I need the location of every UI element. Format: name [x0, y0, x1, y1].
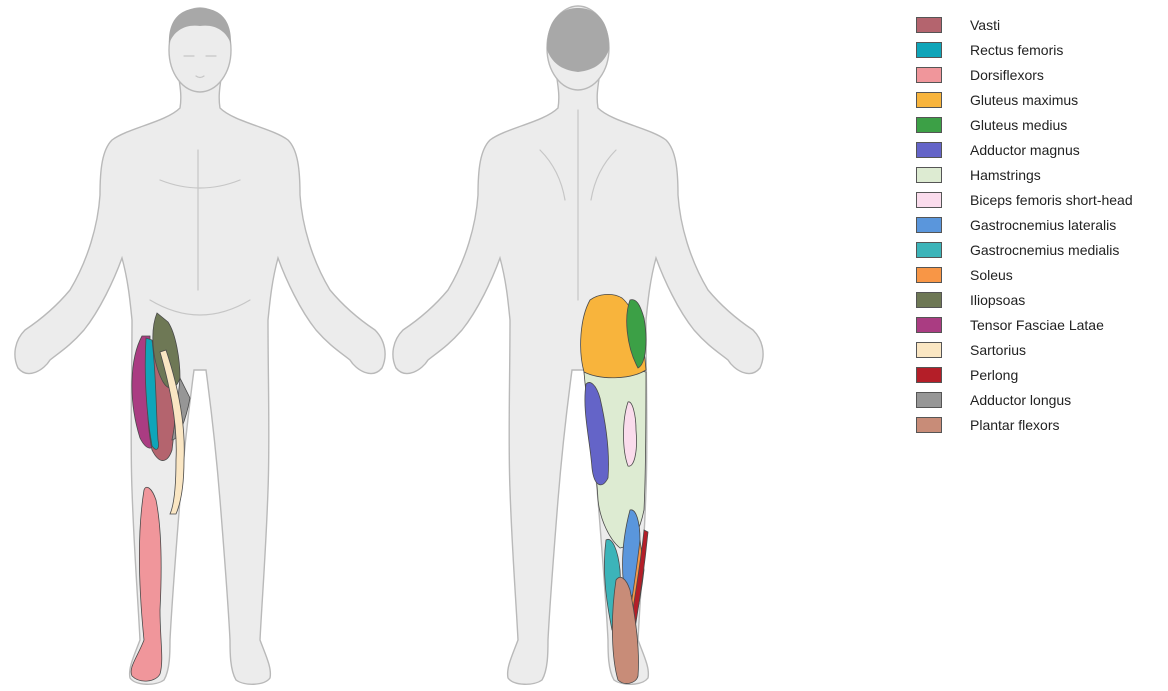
legend-label: Plantar flexors: [970, 417, 1059, 433]
legend-label: Vasti: [970, 17, 1000, 33]
legend-label: Rectus femoris: [970, 42, 1063, 58]
legend-label: Adductor longus: [970, 392, 1071, 408]
anterior-body-silhouette: [15, 72, 385, 684]
legend-label: Tensor Fasciae Latae: [970, 317, 1104, 333]
legend-label: Soleus: [970, 267, 1013, 283]
legend-swatch: [916, 142, 942, 158]
legend-label: Hamstrings: [970, 167, 1041, 183]
legend-swatch: [916, 267, 942, 283]
legend-item-gastrocnemius-lateralis: Gastrocnemius lateralis: [916, 212, 1166, 237]
legend-item-adductor-magnus: Adductor magnus: [916, 137, 1166, 162]
legend-swatch: [916, 217, 942, 233]
legend-item-gluteus-medius: Gluteus medius: [916, 112, 1166, 137]
legend-item-vasti: Vasti: [916, 12, 1166, 37]
legend-swatch: [916, 117, 942, 133]
legend-swatch: [916, 92, 942, 108]
legend-item-gluteus-maximus: Gluteus maximus: [916, 87, 1166, 112]
legend-item-adductor-longus: Adductor longus: [916, 387, 1166, 412]
legend-item-rectus-femoris: Rectus femoris: [916, 37, 1166, 62]
legend-item-soleus: Soleus: [916, 262, 1166, 287]
legend-swatch: [916, 42, 942, 58]
legend-swatch: [916, 317, 942, 333]
legend-swatch: [916, 392, 942, 408]
legend-label: Sartorius: [970, 342, 1026, 358]
legend-item-dorsiflexors: Dorsiflexors: [916, 62, 1166, 87]
legend-swatch: [916, 417, 942, 433]
legend-item-hamstrings: Hamstrings: [916, 162, 1166, 187]
legend-label: Dorsiflexors: [970, 67, 1044, 83]
legend-label: Iliopsoas: [970, 292, 1025, 308]
posterior-hair: [547, 8, 609, 72]
legend-swatch: [916, 367, 942, 383]
legend-item-tensor-fasciae-latae: Tensor Fasciae Latae: [916, 312, 1166, 337]
legend-swatch: [916, 242, 942, 258]
legend-label: Biceps femoris short-head: [970, 192, 1133, 208]
legend-swatch: [916, 192, 942, 208]
legend-item-perlong: Perlong: [916, 362, 1166, 387]
legend-label: Gluteus medius: [970, 117, 1067, 133]
anterior-body-view: [15, 8, 385, 684]
legend-label: Adductor magnus: [970, 142, 1080, 158]
legend-item-sartorius: Sartorius: [916, 337, 1166, 362]
legend-item-iliopsoas: Iliopsoas: [916, 287, 1166, 312]
legend-label: Perlong: [970, 367, 1018, 383]
legend-label: Gluteus maximus: [970, 92, 1078, 108]
legend-swatch: [916, 67, 942, 83]
legend-swatch: [916, 292, 942, 308]
legend-item-plantar-flexors: Plantar flexors: [916, 412, 1166, 437]
legend-label: Gastrocnemius medialis: [970, 242, 1119, 258]
legend-label: Gastrocnemius lateralis: [970, 217, 1116, 233]
legend-swatch: [916, 342, 942, 358]
legend-swatch: [916, 17, 942, 33]
posterior-body-view: [393, 6, 763, 684]
legend-swatch: [916, 167, 942, 183]
legend-item-gastrocnemius-medialis: Gastrocnemius medialis: [916, 237, 1166, 262]
legend-item-biceps-femoris-short-head: Biceps femoris short-head: [916, 187, 1166, 212]
